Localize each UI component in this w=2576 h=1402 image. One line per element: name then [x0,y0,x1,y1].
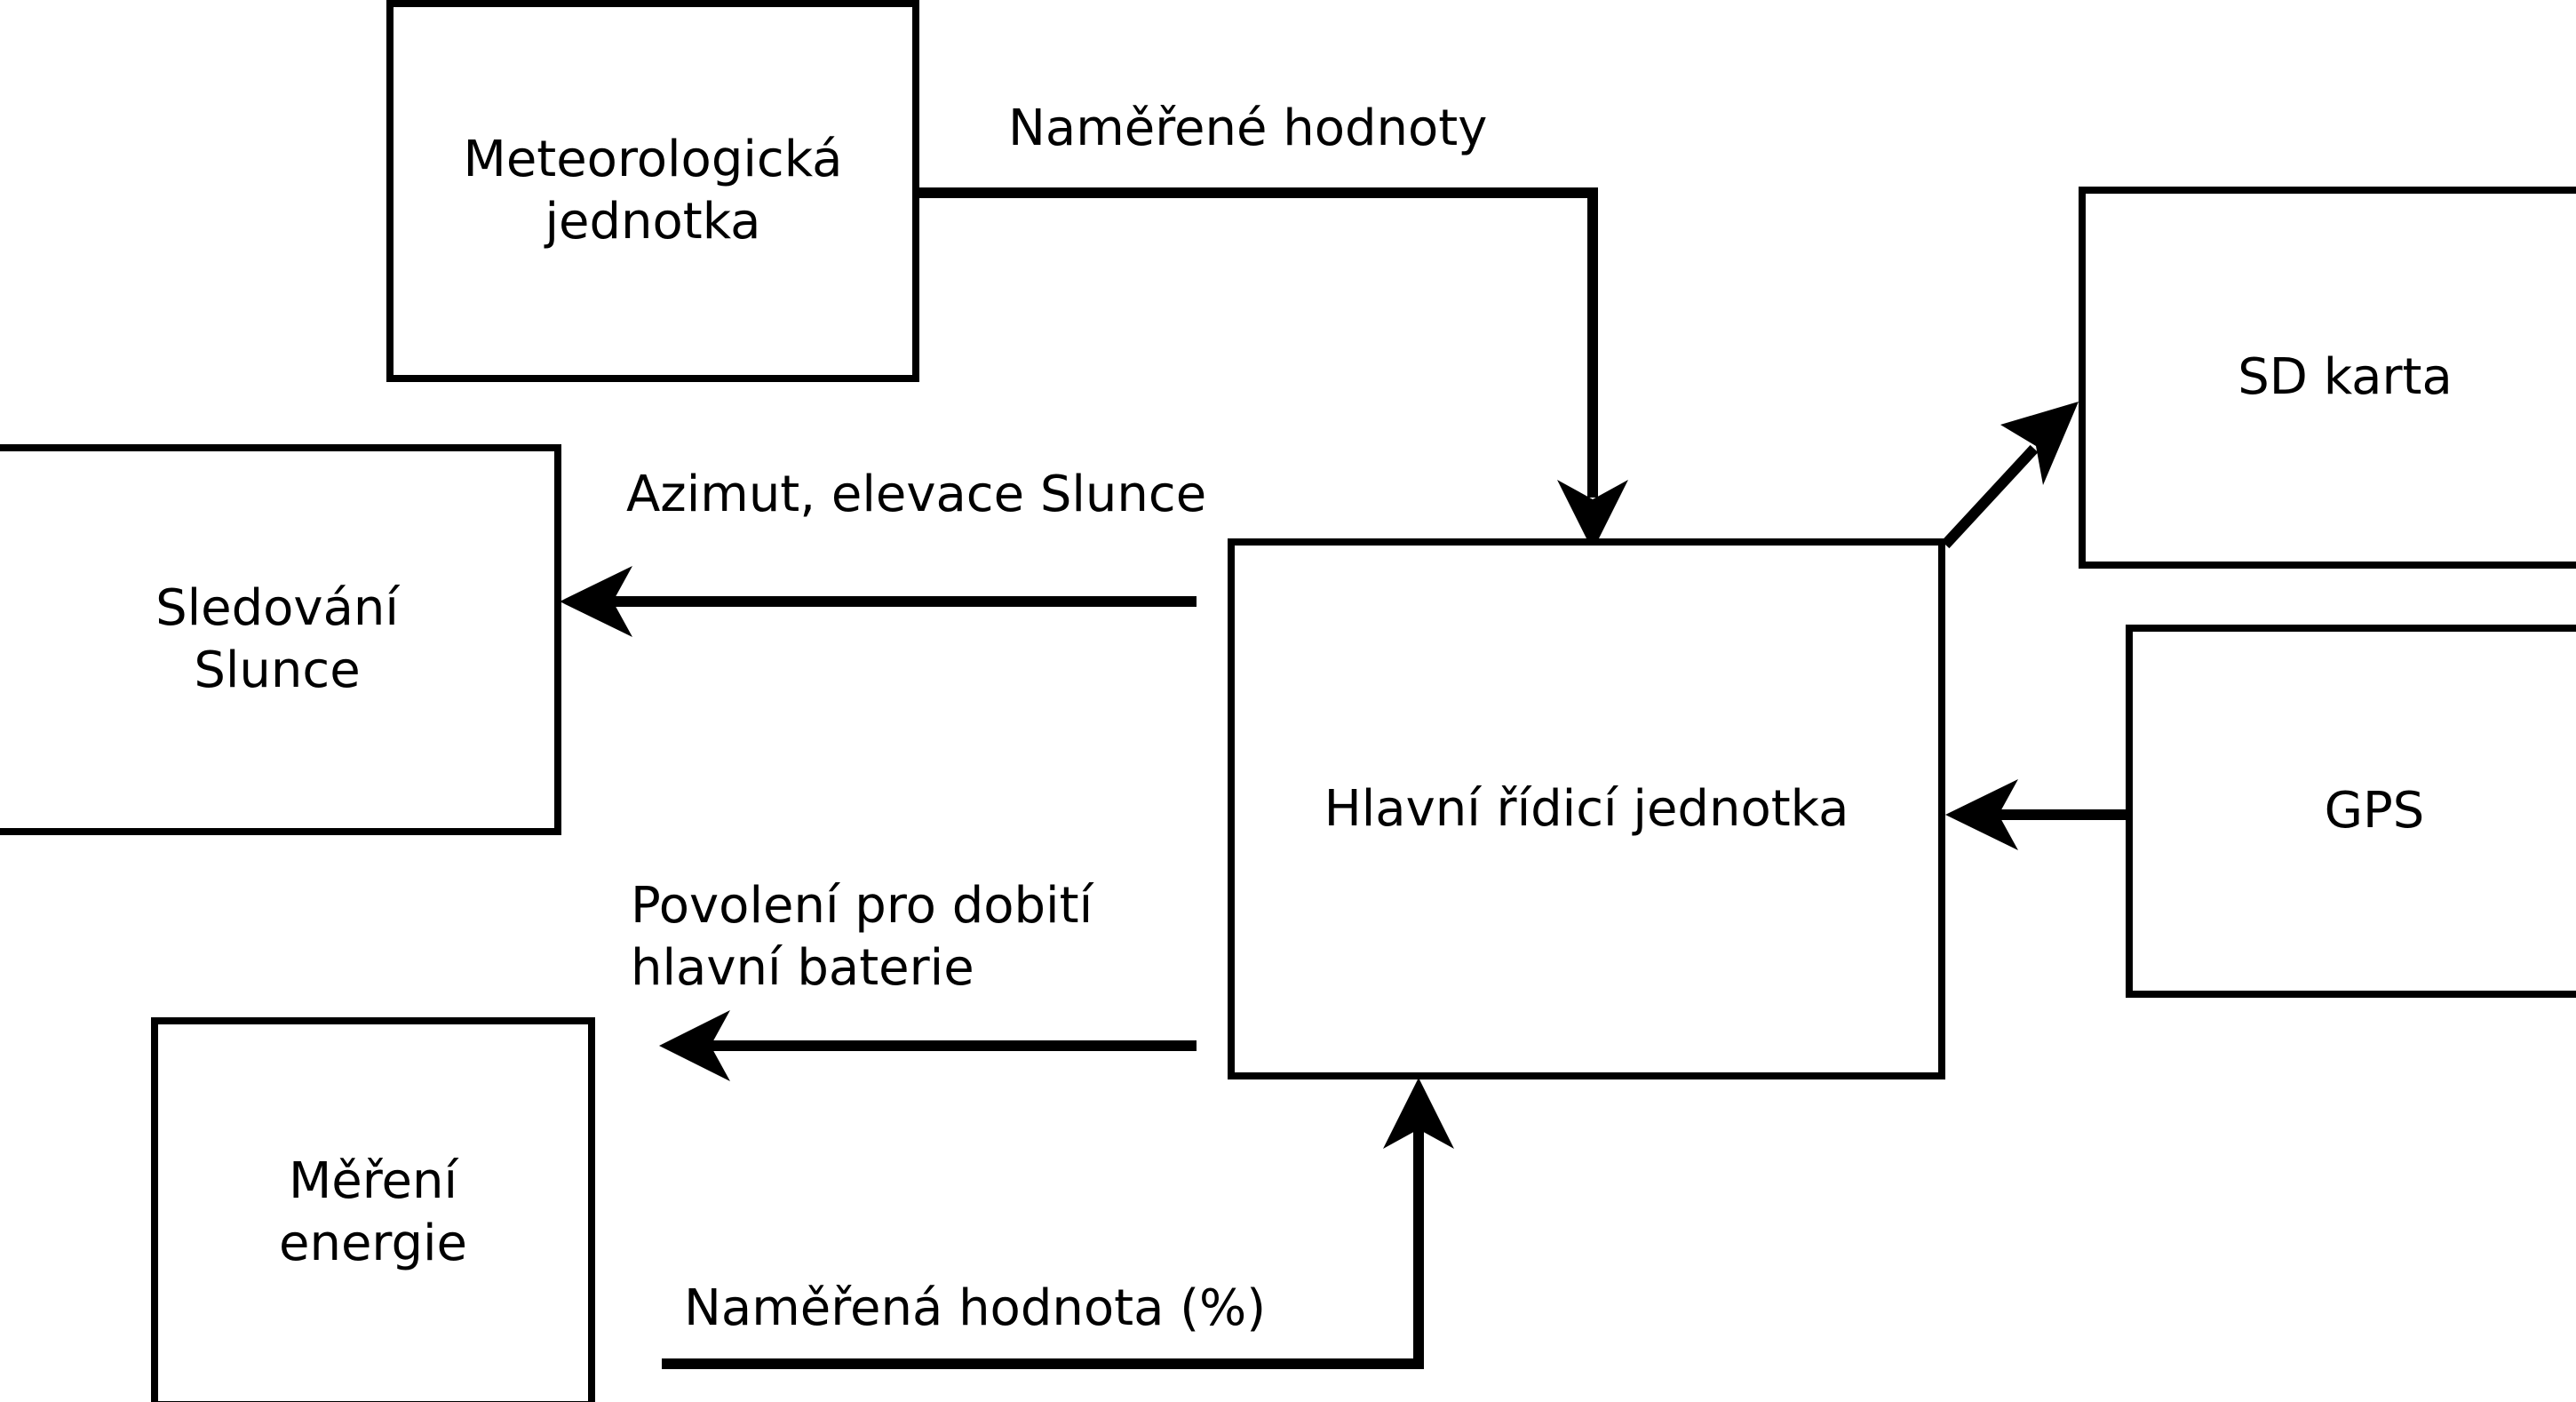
node-label: Meteorologická jednotka [463,131,843,251]
node-label: SD karta [2238,348,2453,406]
edge-label-namerena-hodnota-procenta: Naměřená hodnota (%) [684,1279,1267,1337]
edge-main-to-energy [659,1010,1197,1081]
node-label: Měření energie [279,1152,467,1272]
edge-label-namerene-hodnoty: Naměřené hodnoty [1008,100,1488,157]
node-meteorologicka-jednotka[interactable]: Meteorologická jednotka [386,0,919,382]
node-sledovani-slunce[interactable]: Sledování Slunce [0,444,561,835]
node-hlavni-ridici-jednotka[interactable]: Hlavní řídicí jednotka [1228,538,1945,1079]
node-sd-karta[interactable]: SD karta [2079,187,2576,569]
node-label: Sledování Slunce [155,579,399,699]
node-gps[interactable]: GPS [2126,625,2576,998]
node-mereni-energie[interactable]: Měření energie [151,1017,595,1402]
edge-label-povoleni-pro-dobiti-hlavni-baterie: Povolení pro dobití hlavní baterie [631,877,1093,997]
edge-label-azimut-elevace-slunce: Azimut, elevace Slunce [626,466,1207,523]
node-label: GPS [2324,782,2425,840]
edge-gps-to-main [1945,779,2126,850]
edge-main-to-sd [1941,402,2079,549]
node-label: Hlavní řídicí jednotka [1324,779,1849,838]
edge-main-to-tracking [560,566,1197,637]
